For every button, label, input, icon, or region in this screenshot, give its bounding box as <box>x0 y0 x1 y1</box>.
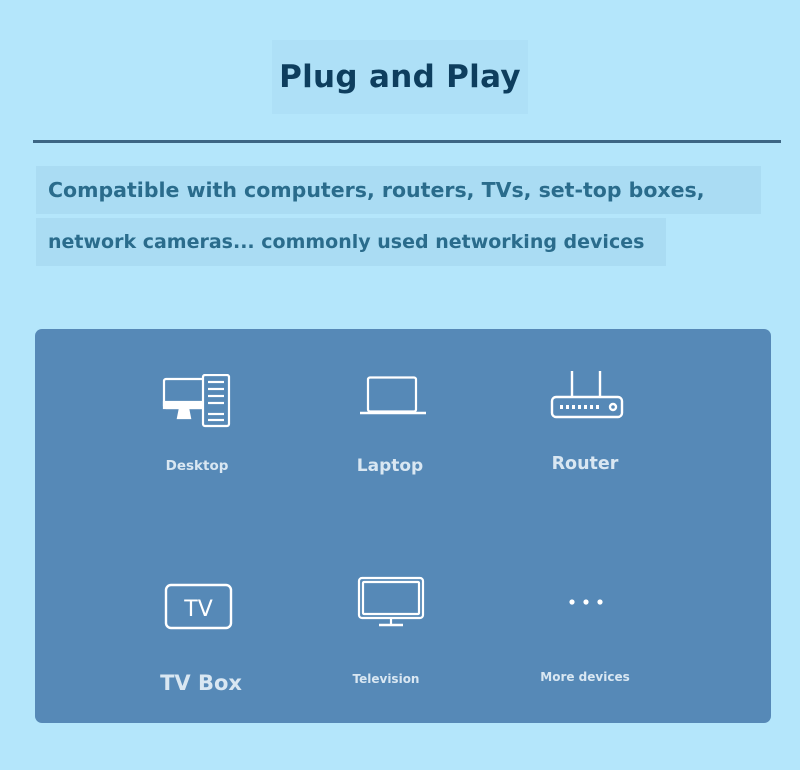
tv-box-icon-text: TV <box>183 597 213 622</box>
compatibility-line-1: Compatible with computers, routers, TVs,… <box>36 166 761 214</box>
router-icon <box>550 370 624 420</box>
device-label-tv-box: TV Box <box>160 671 242 695</box>
device-label-desktop: Desktop <box>165 458 229 474</box>
device-label-television: Television <box>352 672 420 686</box>
device-label-router: Router <box>551 454 619 474</box>
desktop-icon <box>162 374 232 430</box>
device-label-laptop: Laptop <box>356 456 424 476</box>
more-dots-icon <box>567 597 607 607</box>
title-divider <box>33 140 781 143</box>
compatibility-line-2: network cameras... commonly used network… <box>36 218 666 266</box>
tv-box-icon: TV <box>164 583 234 631</box>
device-panel: Desktop Laptop Router <box>35 329 771 723</box>
laptop-icon <box>359 376 427 418</box>
page-title: Plug and Play <box>279 59 521 95</box>
title-box: Plug and Play <box>272 40 528 114</box>
television-icon <box>357 576 425 628</box>
device-label-more-devices: More devices <box>540 670 630 684</box>
